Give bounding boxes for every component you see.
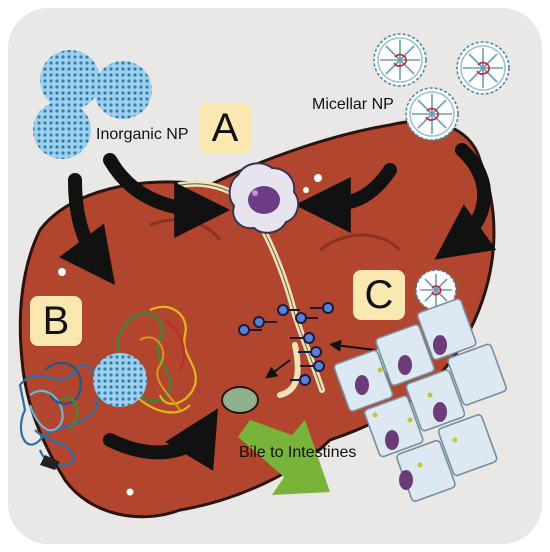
kupffer-cell-icon [228,162,300,234]
label-a: A [199,103,251,153]
bile-arrow-icon [238,420,330,495]
transport-arrows [265,339,376,379]
inorganic-np-label: Inorganic NP [96,126,189,143]
inorganic-nanoparticle-icon [33,50,152,159]
micellar-np-label: Micellar NP [312,96,394,113]
receptor-cluster [238,302,334,386]
hepatocyte-cluster-icon [333,298,507,502]
label-b: B [30,296,82,346]
label-c: C [353,270,405,320]
adsorbed-nanoparticle-icon [93,353,147,407]
bile-to-intestines-label: Bile to Intestines [239,444,357,461]
uptake-arrows [59,143,497,471]
gallbladder [221,386,259,414]
